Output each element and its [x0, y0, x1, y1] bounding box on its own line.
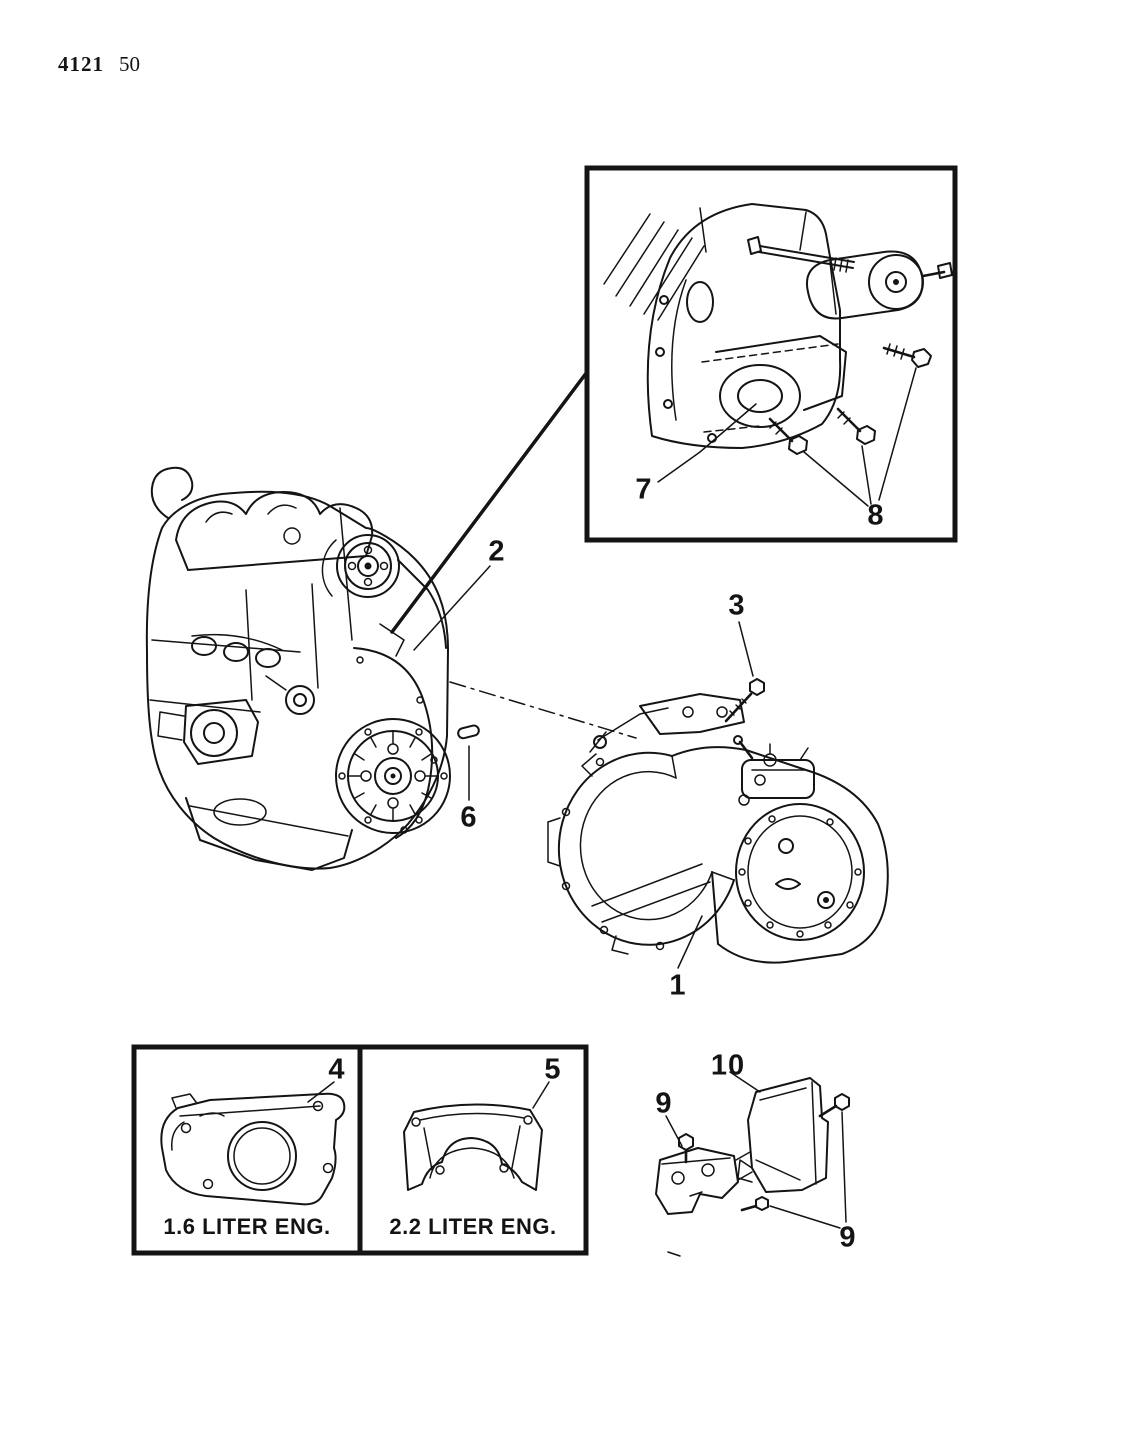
gear-case	[671, 743, 889, 964]
bolt-3	[724, 621, 765, 723]
leader-line-9-lower	[769, 1205, 841, 1229]
callout-1: 1	[669, 969, 687, 1002]
water-pump	[157, 699, 259, 765]
transaxle-assembly	[547, 693, 889, 969]
manifold-ports	[191, 633, 315, 715]
mount-bolts	[768, 343, 932, 455]
mount-housing	[646, 203, 842, 449]
panel-2-2-border	[357, 1044, 589, 1256]
mount-boss	[719, 364, 801, 428]
clutch-assembly	[335, 718, 451, 834]
callout-5: 5	[544, 1053, 562, 1086]
differential-cover	[735, 803, 865, 941]
leader-line-4	[307, 1081, 335, 1103]
inset-hatching	[603, 213, 705, 321]
alignment-centerline	[449, 681, 637, 739]
mount-through-bolt	[747, 236, 855, 273]
leader-line-3	[738, 621, 754, 677]
sheet-number: 50	[119, 52, 140, 76]
shield-10	[737, 1077, 829, 1193]
lifting-bracket	[150, 466, 194, 519]
upper-mount-bracket	[589, 693, 745, 753]
callout-7: 7	[635, 473, 653, 506]
leader-line-9-left	[665, 1115, 683, 1147]
dowel-pin	[457, 724, 480, 801]
inset-border	[584, 165, 958, 543]
mount-insulator	[806, 250, 953, 320]
stray-mark	[667, 1251, 681, 1257]
leader-line-10	[729, 1071, 761, 1093]
valve-cover	[175, 491, 374, 571]
label-2-2-liter-eng: 2.2 LITER ENG.	[389, 1214, 557, 1239]
callout-8: 8	[867, 499, 885, 532]
engine-block	[145, 490, 449, 870]
bracket-9	[655, 1147, 753, 1215]
plate-2-2-drawing	[403, 1103, 543, 1191]
leader-line-9-upper	[841, 1111, 847, 1223]
bell-housing	[547, 751, 735, 955]
inset-pointer-line	[390, 370, 589, 634]
plate-1-6-drawing	[160, 1092, 346, 1206]
panel-2-2-liter	[357, 1044, 589, 1256]
page-code: 4121 50	[58, 52, 140, 77]
inset-detail	[584, 165, 958, 543]
callout-4: 4	[328, 1053, 346, 1086]
callout-9-left: 9	[655, 1087, 673, 1120]
callout-9-right: 9	[839, 1221, 857, 1254]
leader-line-1	[677, 915, 703, 969]
label-1-6-liter-eng: 1.6 LITER ENG.	[163, 1214, 331, 1239]
callout-10: 10	[710, 1049, 746, 1082]
oil-pan	[185, 797, 353, 871]
engine-assembly	[145, 466, 451, 871]
leader-lines-8	[803, 367, 917, 507]
shift-tower	[733, 735, 815, 799]
callout-6: 6	[460, 801, 478, 834]
crank-pulley	[336, 534, 400, 598]
catalog-code: 4121	[58, 52, 104, 76]
callout-3: 3	[728, 589, 746, 622]
bracket-shield-group	[655, 1071, 850, 1257]
callout-2: 2	[488, 535, 506, 568]
bracket-bolts	[678, 1093, 850, 1212]
leader-line-5	[532, 1081, 550, 1109]
leader-line-2	[413, 565, 491, 651]
mount-bracket	[701, 335, 847, 433]
leader-line-7	[657, 403, 757, 483]
